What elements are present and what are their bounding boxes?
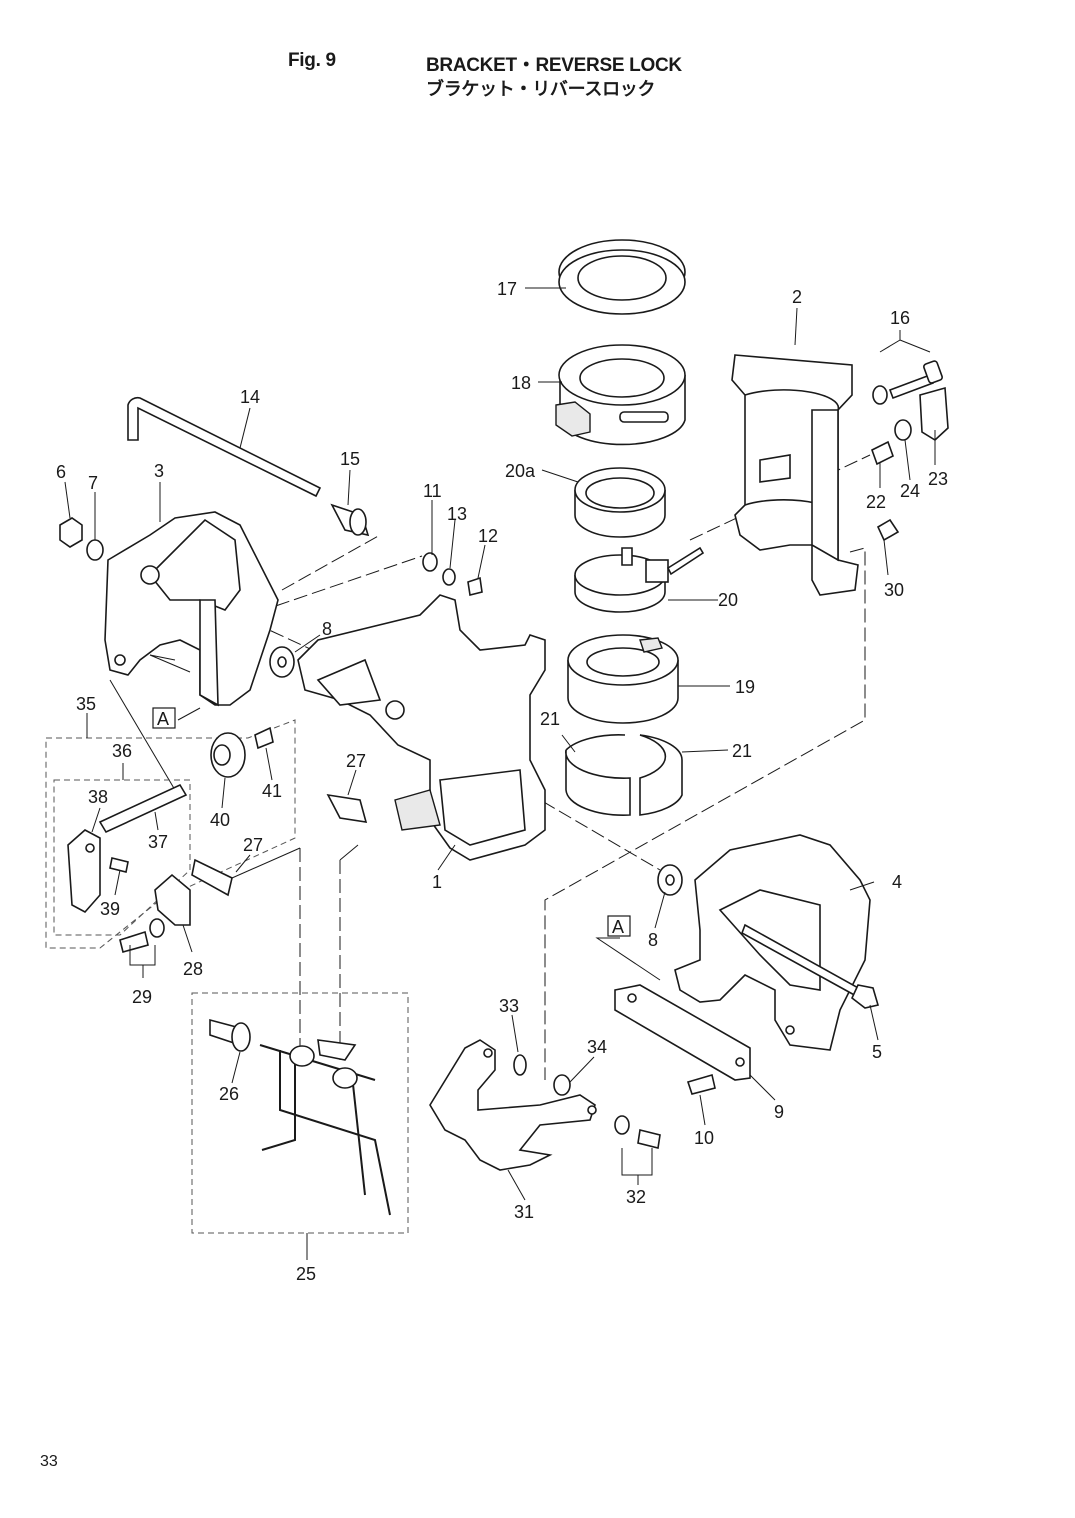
part-34-collar — [553, 1074, 571, 1096]
part-22-spring — [871, 440, 894, 466]
page-number: 33 — [40, 1453, 58, 1470]
part-6-nut — [59, 517, 83, 548]
callout-1: 1 — [432, 872, 442, 892]
part-19-threaded-ring — [567, 634, 679, 724]
part-1-swivel-bracket — [297, 594, 546, 861]
part-20a-bushing — [574, 467, 666, 538]
callout-31: 31 — [514, 1202, 534, 1222]
part-8-washer-left — [269, 646, 295, 678]
part-21-split-bushing — [565, 734, 683, 816]
callout-41: 41 — [262, 781, 282, 801]
callout-27-upper: 27 — [346, 751, 366, 771]
callout-13: 13 — [447, 504, 467, 524]
callout-39: 39 — [100, 899, 120, 919]
callout-14: 14 — [240, 387, 260, 407]
figure-title-japanese: ブラケット・リバースロック — [426, 79, 656, 100]
part-27-pin-lower — [191, 858, 233, 897]
part-40-bushing — [210, 732, 246, 778]
callout-15: 15 — [340, 449, 360, 469]
callout-25: 25 — [296, 1264, 316, 1284]
part-14-tilt-rod — [127, 396, 322, 498]
part-20-clamp-band — [574, 546, 705, 613]
callout-6: 6 — [56, 462, 66, 482]
part-5-through-bolt — [741, 923, 880, 1009]
part-18-steering-collar — [555, 344, 686, 446]
callout-16: 16 — [890, 308, 910, 328]
callout-35: 35 — [76, 694, 96, 714]
callout-7: 7 — [88, 473, 98, 493]
part-12-screw — [467, 576, 483, 596]
callout-24: 24 — [900, 481, 920, 501]
callout-5: 5 — [872, 1042, 882, 1062]
part-30-grease-nipple — [876, 518, 900, 542]
part-37-spring — [98, 783, 188, 834]
callout-37: 37 — [148, 832, 168, 852]
part-27-pin-upper — [326, 793, 368, 823]
callout-23: 23 — [928, 469, 948, 489]
reference-marker-a-left: A — [152, 707, 176, 729]
part-38-lock-lever — [67, 829, 101, 914]
callout-30: 30 — [884, 580, 904, 600]
callout-28: 28 — [183, 959, 203, 979]
callout-21-left: 21 — [540, 709, 560, 729]
part-33-spring — [513, 1054, 527, 1076]
part-29-bolt-washer — [119, 918, 165, 953]
leader-lines — [64, 287, 936, 1260]
callout-22: 22 — [866, 492, 886, 512]
callout-11: 11 — [423, 481, 442, 501]
callout-36: 36 — [112, 741, 132, 761]
part-7-washer — [86, 539, 104, 561]
figure-label: Fig. 9 — [288, 50, 336, 71]
part-16-bolt-washer — [872, 360, 943, 405]
part-9-stopper-plate — [614, 984, 751, 1081]
callout-34: 34 — [587, 1037, 607, 1057]
part-13-washer — [442, 568, 456, 586]
callout-33: 33 — [499, 996, 519, 1016]
callout-12: 12 — [478, 526, 498, 546]
part-23-knob — [919, 386, 949, 441]
callout-2: 2 — [792, 287, 802, 307]
callout-40: 40 — [210, 810, 230, 830]
callout-8-left: 8 — [322, 619, 332, 639]
reference-marker-a-right: A — [607, 915, 631, 937]
part-39-screw — [109, 857, 129, 873]
callout-10: 10 — [694, 1128, 714, 1148]
part-24-washer — [894, 419, 912, 441]
part-10-screw — [686, 1073, 716, 1095]
callout-38: 38 — [88, 787, 108, 807]
callout-20: 20 — [718, 590, 738, 610]
part-28-plate — [154, 873, 191, 926]
callout-20a: 20a — [505, 461, 536, 481]
part-26-pin — [209, 1018, 251, 1052]
callout-21-right: 21 — [732, 741, 752, 761]
callout-numbers: 17 18 20a 20 19 21 21 2 16 23 22 24 30 1… — [56, 279, 948, 1284]
part-3-clamp-bracket-left — [104, 511, 279, 707]
callout-4: 4 — [892, 872, 902, 892]
callout-32: 32 — [626, 1187, 646, 1207]
figure-title-english: BRACKET・REVERSE LOCK — [426, 55, 682, 76]
part-17-seal-ring — [558, 239, 686, 315]
part-2-swivel-case — [731, 354, 859, 596]
assembly-boxes — [45, 719, 409, 1234]
svg-text:A: A — [157, 709, 169, 729]
callout-3: 3 — [154, 461, 164, 481]
part-41-screw — [254, 726, 274, 750]
callout-26: 26 — [219, 1084, 239, 1104]
svg-text:A: A — [612, 917, 624, 937]
callout-17: 17 — [497, 279, 517, 299]
part-8-washer-right — [657, 864, 683, 896]
callout-19: 19 — [735, 677, 755, 697]
callout-27-lower: 27 — [243, 835, 263, 855]
callout-8-right: 8 — [648, 930, 658, 950]
callout-18: 18 — [511, 373, 531, 393]
part-32-bolt-washer — [614, 1115, 661, 1149]
callout-29: 29 — [132, 987, 152, 1007]
callout-9: 9 — [774, 1102, 784, 1122]
part-31-reverse-lock-hook — [429, 1039, 597, 1171]
part-15-spring — [330, 503, 370, 537]
part-11-spring — [422, 552, 438, 572]
part-25-reverse-lock-spring — [259, 1039, 391, 1216]
